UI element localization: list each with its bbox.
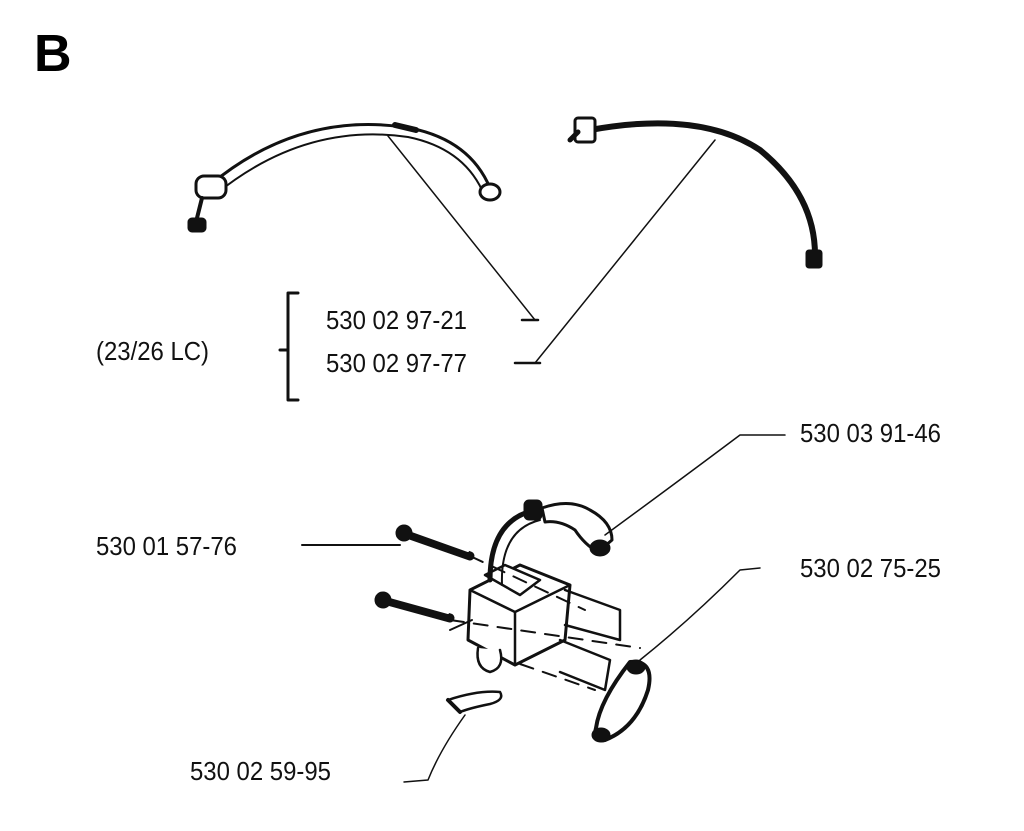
leader-bracket — [403, 714, 466, 783]
ignition-lead-1 — [187, 122, 502, 233]
part-number-spacer: 530 02 75-25 — [800, 553, 941, 583]
part-number-spark-cap: 530 03 91-46 — [800, 418, 941, 448]
ignition-lead-2 — [567, 116, 823, 269]
part-number-screw: 530 01 57-76 — [96, 531, 237, 561]
small-bracket — [446, 690, 503, 714]
spark-plug-cap — [540, 502, 614, 557]
part-number-lead-b: 530 02 97-77 — [326, 348, 467, 378]
spacer-part — [591, 659, 652, 743]
leader-lead-2 — [534, 139, 716, 364]
screw-upper — [395, 524, 475, 561]
section-letter: B — [34, 25, 72, 83]
group-bracket — [286, 291, 300, 402]
leader-spacer — [639, 567, 761, 661]
screw-lower — [374, 591, 455, 623]
model-note: (23/26 LC) — [96, 336, 210, 366]
leader-spark-cap — [604, 434, 786, 536]
leader-lead-1 — [387, 135, 536, 321]
part-number-bracket: 530 02 59-95 — [190, 756, 331, 786]
part-number-lead-a: 530 02 97-21 — [326, 305, 467, 335]
